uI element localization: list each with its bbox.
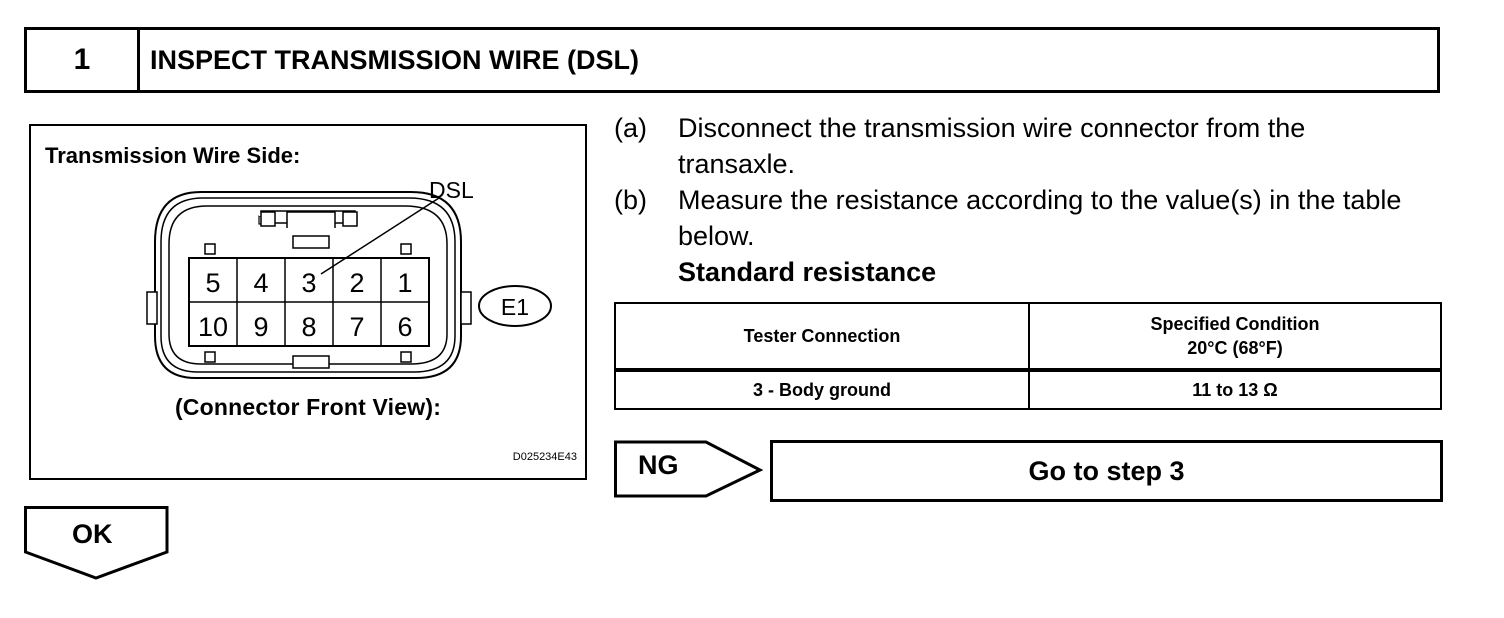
- step-number: 1: [27, 30, 140, 90]
- instruction-item: (b) Measure the resistance according to …: [614, 182, 1444, 254]
- header-specified-condition: Specified Condition 20°C (68°F): [1028, 302, 1442, 372]
- ng-arrow-box: NG: [614, 440, 764, 498]
- spec-table: Tester Connection Specified Condition 20…: [614, 302, 1442, 410]
- table-row: 3 - Body ground 11 to 13 Ω: [614, 369, 1442, 410]
- instructions: (a) Disconnect the transmission wire con…: [614, 110, 1444, 290]
- instruction-label: (b): [614, 185, 647, 215]
- pin-label: 7: [349, 312, 364, 342]
- connector-id-ellipse: [478, 285, 552, 327]
- ok-arrow-shape: [24, 506, 169, 580]
- dsl-callout: DSL: [429, 177, 474, 203]
- dsl-leader-line: [320, 197, 440, 275]
- figure-heading: Transmission Wire Side:: [45, 143, 301, 168]
- pin-label: 6: [397, 312, 412, 342]
- connector-figure: Transmission Wire Side: 5 4 3 2 1 10 9 8: [29, 124, 587, 480]
- cell-connection: 3 - Body ground: [614, 369, 1030, 410]
- table-header-row: Tester Connection Specified Condition 20…: [614, 302, 1442, 372]
- header-condition-line2: 20°C (68°F): [1187, 338, 1283, 358]
- ng-result-box: Go to step 3: [770, 440, 1443, 502]
- instruction-label: (a): [614, 113, 647, 143]
- connector-id-label: E1: [501, 294, 529, 320]
- step-header: 1 INSPECT TRANSMISSION WIRE (DSL): [24, 27, 1440, 93]
- instruction-text: Measure the resistance according to the …: [678, 185, 1402, 251]
- ng-arrow-shape: [614, 440, 764, 498]
- pin-label: 2: [349, 268, 364, 298]
- ok-label: OK: [72, 519, 113, 549]
- figure-caption: (Connector Front View):: [174, 394, 442, 420]
- header-condition-line1: Specified Condition: [1150, 314, 1320, 334]
- pin-label: 8: [301, 312, 316, 342]
- ok-arrow-box: OK: [24, 506, 169, 581]
- cell-condition: 11 to 13 Ω: [1028, 369, 1442, 410]
- instruction-text: Disconnect the transmission wire connect…: [678, 113, 1306, 179]
- ng-label: NG: [638, 450, 679, 480]
- pin-label: 4: [253, 268, 268, 298]
- pin-label: 9: [253, 312, 268, 342]
- connector-diagram: 5 4 3 2 1 10 9 8 7 6 DSL E1: [146, 177, 552, 379]
- instruction-item: (a) Disconnect the transmission wire con…: [614, 110, 1444, 182]
- pin-label: 1: [397, 268, 412, 298]
- header-tester-connection: Tester Connection: [614, 302, 1030, 372]
- pin-label: 3: [301, 268, 316, 298]
- pin-label: 5: [205, 268, 220, 298]
- pin-label: 10: [198, 312, 228, 342]
- figure-code: D025234E43: [512, 451, 577, 463]
- standard-resistance-label: Standard resistance: [678, 257, 937, 287]
- step-title: INSPECT TRANSMISSION WIRE (DSL): [150, 44, 640, 75]
